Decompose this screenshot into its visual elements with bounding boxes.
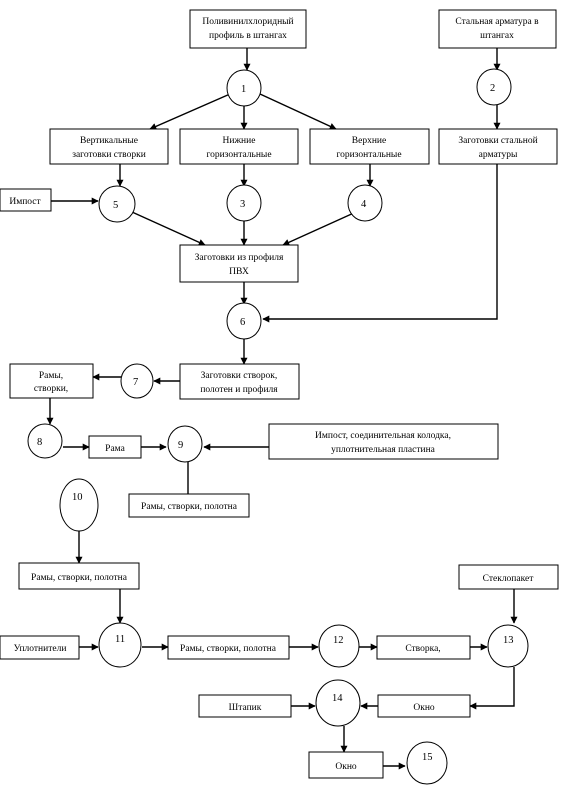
node-11: 11: [98, 622, 142, 668]
svg-text:Верхние: Верхние: [352, 136, 386, 146]
node-6: 6: [226, 302, 262, 340]
box-vertical-blanks: Вертикальные заготовки створки: [49, 128, 169, 165]
svg-text:заготовки створки: заготовки створки: [72, 150, 146, 160]
edge-5-to-pvc-blanks: [131, 211, 206, 246]
node-3: 3: [226, 184, 262, 222]
box-lower-horizontal: Нижние горизонтальные: [179, 128, 299, 165]
box-glass-unit: Стеклопакет: [458, 564, 559, 590]
svg-text:Заготовки из профиля: Заготовки из профиля: [195, 252, 284, 263]
svg-text:9: 9: [178, 440, 183, 451]
svg-text:Импост, соединительная колодка: Импост, соединительная колодка,: [315, 431, 451, 441]
box-frames-sashes: Рамы, створки,: [9, 363, 94, 399]
svg-text:6: 6: [240, 317, 245, 328]
node-4: 4: [347, 184, 383, 222]
svg-text:профиль в штангах: профиль в штангах: [209, 30, 287, 41]
svg-text:штангах: штангах: [480, 31, 514, 41]
svg-text:арматуры: арматуры: [479, 150, 518, 160]
box-bead: Штапик: [198, 694, 292, 718]
box-seals: Уплотнители: [0, 635, 80, 660]
svg-text:Створка,: Створка,: [405, 644, 440, 654]
svg-text:5: 5: [113, 200, 118, 211]
node-14: 14: [315, 679, 361, 727]
svg-text:14: 14: [332, 693, 343, 704]
box-frames-2: Рамы, створки, полотна: [18, 562, 140, 590]
node-7: 7: [120, 363, 154, 399]
svg-text:7: 7: [133, 377, 138, 388]
svg-text:Импост: Импост: [9, 197, 41, 207]
svg-text:1: 1: [241, 84, 246, 95]
svg-text:Рама: Рама: [105, 444, 125, 454]
svg-text:горизонтальные: горизонтальные: [336, 150, 401, 160]
svg-text:13: 13: [503, 635, 514, 646]
operation-nodes: 1 2 5 3 4 6 7 8 9 10 11 12 13 14 15: [27, 68, 529, 785]
box-pvc-profile: Поливинилхлоридный профиль в штангах: [189, 9, 307, 49]
svg-text:15: 15: [422, 752, 433, 763]
svg-text:Рамы, створки, полотна: Рамы, створки, полотна: [31, 573, 128, 583]
svg-text:Нижние: Нижние: [223, 136, 256, 146]
svg-text:горизонтальные: горизонтальные: [206, 150, 271, 160]
svg-text:4: 4: [361, 199, 367, 210]
node-1: 1: [226, 69, 262, 107]
node-15: 15: [406, 741, 448, 785]
svg-text:Стальная арматура в: Стальная арматура в: [455, 17, 539, 27]
box-steel-blanks: Заготовки стальной арматуры: [438, 128, 558, 165]
box-impost-in: Импост: [0, 188, 52, 212]
svg-text:10: 10: [72, 492, 83, 503]
node-8: 8: [27, 423, 63, 459]
node-13: 13: [487, 624, 529, 668]
svg-text:Заготовки створок,: Заготовки створок,: [201, 371, 278, 381]
svg-text:3: 3: [240, 199, 245, 210]
svg-text:полотен и профиля: полотен и профиля: [200, 384, 278, 395]
node-5: 5: [98, 185, 136, 223]
node-9: 9: [167, 425, 203, 463]
svg-text:Штапик: Штапик: [229, 703, 262, 713]
svg-text:Поливинилхлоридный: Поливинилхлоридный: [202, 16, 293, 27]
svg-text:11: 11: [115, 634, 125, 645]
box-sash-blanks: Заготовки створок, полотен и профиля: [179, 363, 300, 400]
svg-text:Уплотнители: Уплотнители: [14, 644, 67, 654]
node-10: 10: [59, 478, 99, 532]
edge-13-to-window-1: [469, 667, 515, 710]
svg-text:Заготовки стальной: Заготовки стальной: [458, 135, 537, 146]
svg-text:Вертикальные: Вертикальные: [80, 136, 138, 146]
svg-text:Рамы, створки, полотна: Рамы, створки, полотна: [141, 502, 238, 512]
box-frame: Рама: [88, 435, 142, 459]
box-frames-3: Рамы, створки, полотна: [167, 635, 290, 660]
node-12: 12: [318, 624, 360, 668]
svg-text:Окно: Окно: [413, 703, 435, 713]
svg-text:12: 12: [333, 635, 344, 646]
svg-text:ПВХ: ПВХ: [229, 267, 249, 277]
svg-text:Рамы, створки, полотна: Рамы, створки, полотна: [180, 644, 277, 654]
svg-text:створки,: створки,: [34, 384, 68, 394]
box-window-1: Окно: [377, 694, 471, 718]
box-pvc-blanks: Заготовки из профиля ПВХ: [179, 244, 299, 283]
box-steel-rebar: Стальная арматура в штангах: [438, 9, 557, 49]
box-window-2: Окно: [308, 751, 384, 779]
svg-text:уплотнительная пластина: уплотнительная пластина: [331, 445, 436, 455]
process-boxes: Поливинилхлоридный профиль в штангах Ста…: [0, 9, 559, 779]
edge-1-to-upper: [259, 93, 337, 130]
edge-4-to-pvc-blanks: [282, 211, 357, 246]
svg-text:Стеклопакет: Стеклопакет: [483, 574, 535, 584]
node-2: 2: [476, 68, 512, 106]
svg-text:Окно: Окно: [335, 762, 357, 772]
svg-text:2: 2: [490, 83, 495, 94]
box-impost-set: Импост, соединительная колодка, уплотнит…: [268, 423, 499, 460]
svg-text:Рамы,: Рамы,: [39, 371, 63, 381]
box-sash: Створка,: [376, 635, 471, 660]
box-frames-1: Рамы, створки, полотна: [128, 493, 250, 518]
box-upper-horizontal: Верхние горизонтальные: [309, 128, 430, 165]
edge-steel-blanks-to-6: [262, 164, 498, 323]
edge-1-to-vertical: [149, 93, 231, 130]
svg-text:8: 8: [37, 437, 42, 448]
